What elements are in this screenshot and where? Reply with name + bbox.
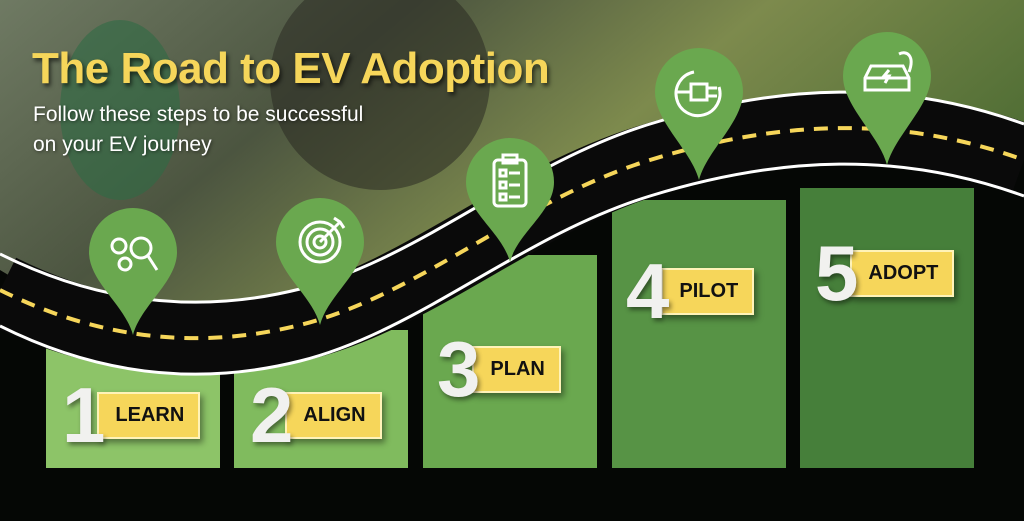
- step-bar-5: [800, 188, 974, 468]
- power-plug-icon: [674, 70, 722, 118]
- pin-shape: [843, 32, 931, 165]
- step-plan: 3 PLAN: [437, 330, 561, 408]
- step-number: 4: [626, 247, 670, 335]
- step-pilot: 4 PILOT: [626, 247, 755, 335]
- step-bar-4: [612, 200, 786, 468]
- subtitle-line-2: on your EV journey: [33, 133, 212, 156]
- gears-magnifier-icon: [110, 236, 159, 272]
- step-number: 3: [437, 325, 481, 413]
- step-number: 5: [815, 229, 859, 317]
- map-pin-plan: [466, 138, 554, 262]
- step-label: PLAN: [472, 345, 561, 393]
- pin-shape: [655, 48, 743, 180]
- charger-plug: [270, 0, 490, 190]
- map-pin-learn: [89, 208, 177, 335]
- step-label: ADOPT: [850, 249, 955, 297]
- road-center-line: [0, 126, 1024, 341]
- clipboard-checklist-icon: [492, 153, 528, 208]
- subtitle-line-1: Follow these steps to be successful: [33, 103, 364, 126]
- step-align: 2 ALIGN: [250, 376, 382, 454]
- map-pin-pilot: [655, 48, 743, 180]
- map-pin-adopt: [843, 32, 931, 165]
- step-label: LEARN: [97, 391, 201, 439]
- step-label: ALIGN: [285, 391, 382, 439]
- charger-port: [60, 20, 180, 200]
- map-pin-align: [276, 198, 364, 325]
- pin-shape: [466, 138, 554, 262]
- page-title: The Road to EV Adoption: [32, 44, 550, 93]
- step-adopt: 5 ADOPT: [815, 229, 955, 317]
- step-learn: 1 LEARN: [62, 371, 201, 459]
- step-number: 2: [250, 371, 294, 459]
- subtitle: Follow these steps to be successful on y…: [33, 100, 453, 160]
- pin-shape: [89, 208, 177, 335]
- target-arrow-icon: [298, 216, 346, 264]
- step-number: 1: [62, 371, 106, 459]
- electric-car-icon: [863, 51, 913, 92]
- step-label: PILOT: [661, 267, 755, 315]
